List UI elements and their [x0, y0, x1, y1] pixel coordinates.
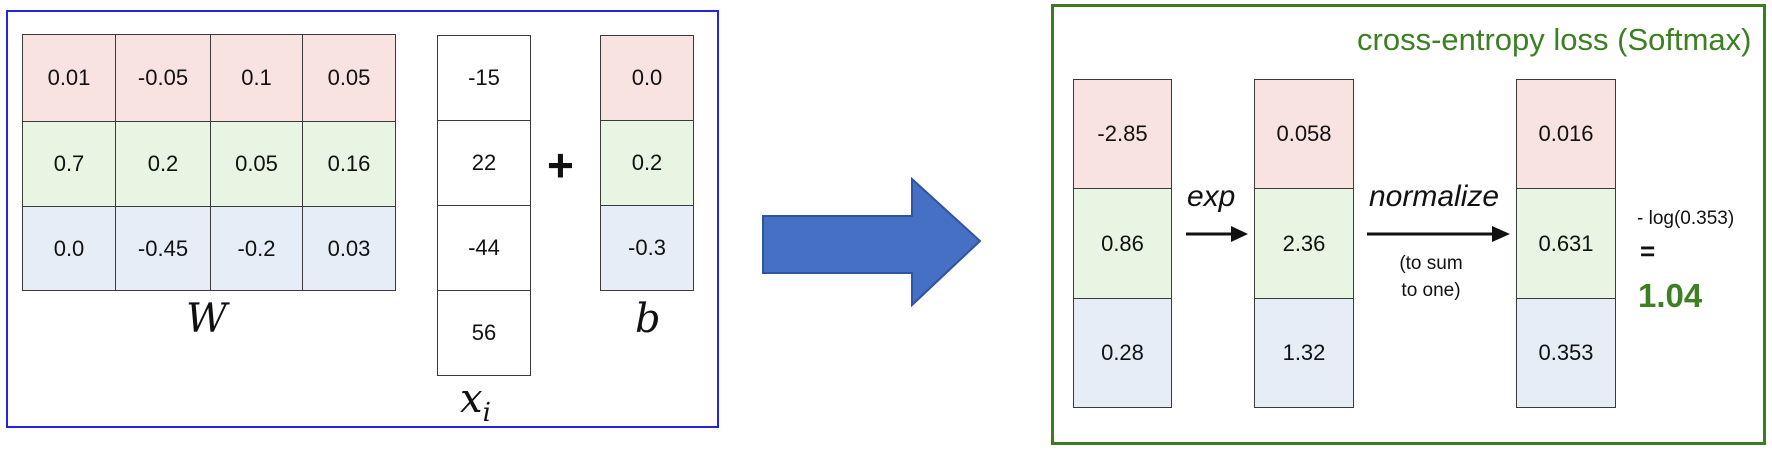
matrix-cell: -0.05 [115, 34, 211, 122]
normalize-arrow-icon [1367, 226, 1510, 242]
panel-title: cross-entropy loss (Softmax) [1357, 22, 1752, 57]
matrix-cell: -0.45 [115, 206, 211, 291]
vector-cell: -44 [437, 205, 531, 291]
exp-cell: 1.32 [1254, 298, 1354, 408]
probability-cell: 0.016 [1516, 79, 1616, 189]
bias-vector-label: b [635, 296, 661, 342]
loss-expression: - log(0.353) [1637, 208, 1735, 229]
matrix-cell: 0.16 [302, 121, 396, 207]
score-cell: 0.86 [1073, 188, 1172, 299]
normalize-label: normalize [1369, 180, 1500, 213]
vector-cell: -15 [437, 35, 531, 121]
matrix-cell: 0.0 [22, 206, 116, 291]
vector-cell: 0.0 [600, 35, 694, 121]
matrix-cell: 0.05 [302, 34, 396, 122]
exp-arrow-icon [1186, 226, 1248, 242]
matrix-cell: 0.1 [210, 34, 303, 122]
exp-cell: 0.058 [1254, 79, 1354, 189]
matrix-cell: -0.2 [210, 206, 303, 291]
score-cell: 0.28 [1073, 298, 1172, 408]
probability-cell: 0.353 [1516, 298, 1616, 408]
probability-cell: 0.631 [1516, 188, 1616, 299]
weight-matrix-label: W [186, 296, 228, 342]
matrix-cell: 0.05 [210, 121, 303, 207]
vector-cell: 56 [437, 290, 531, 376]
matrix-cell: 0.7 [22, 121, 116, 207]
vector-cell: 0.2 [600, 120, 694, 206]
plus-sign: + [547, 139, 574, 191]
input-vector-label: xi [460, 376, 491, 428]
matrix-cell: 0.2 [115, 121, 211, 207]
matrix-cell: 0.01 [22, 34, 116, 122]
vector-cell: 22 [437, 120, 531, 206]
score-cell: -2.85 [1073, 79, 1172, 189]
matrix-cell: 0.03 [302, 206, 396, 291]
softmax-loss-panel [1051, 4, 1766, 445]
linear-score-panel [6, 10, 719, 428]
normalize-note: (to sum to one) [1399, 253, 1463, 301]
exp-label: exp [1187, 180, 1236, 213]
loss-equals: = [1640, 236, 1656, 266]
exp-cell: 2.36 [1254, 188, 1354, 299]
vector-cell: -0.3 [600, 205, 694, 291]
transition-arrow-icon [762, 176, 982, 308]
loss-value: 1.04 [1638, 277, 1703, 314]
